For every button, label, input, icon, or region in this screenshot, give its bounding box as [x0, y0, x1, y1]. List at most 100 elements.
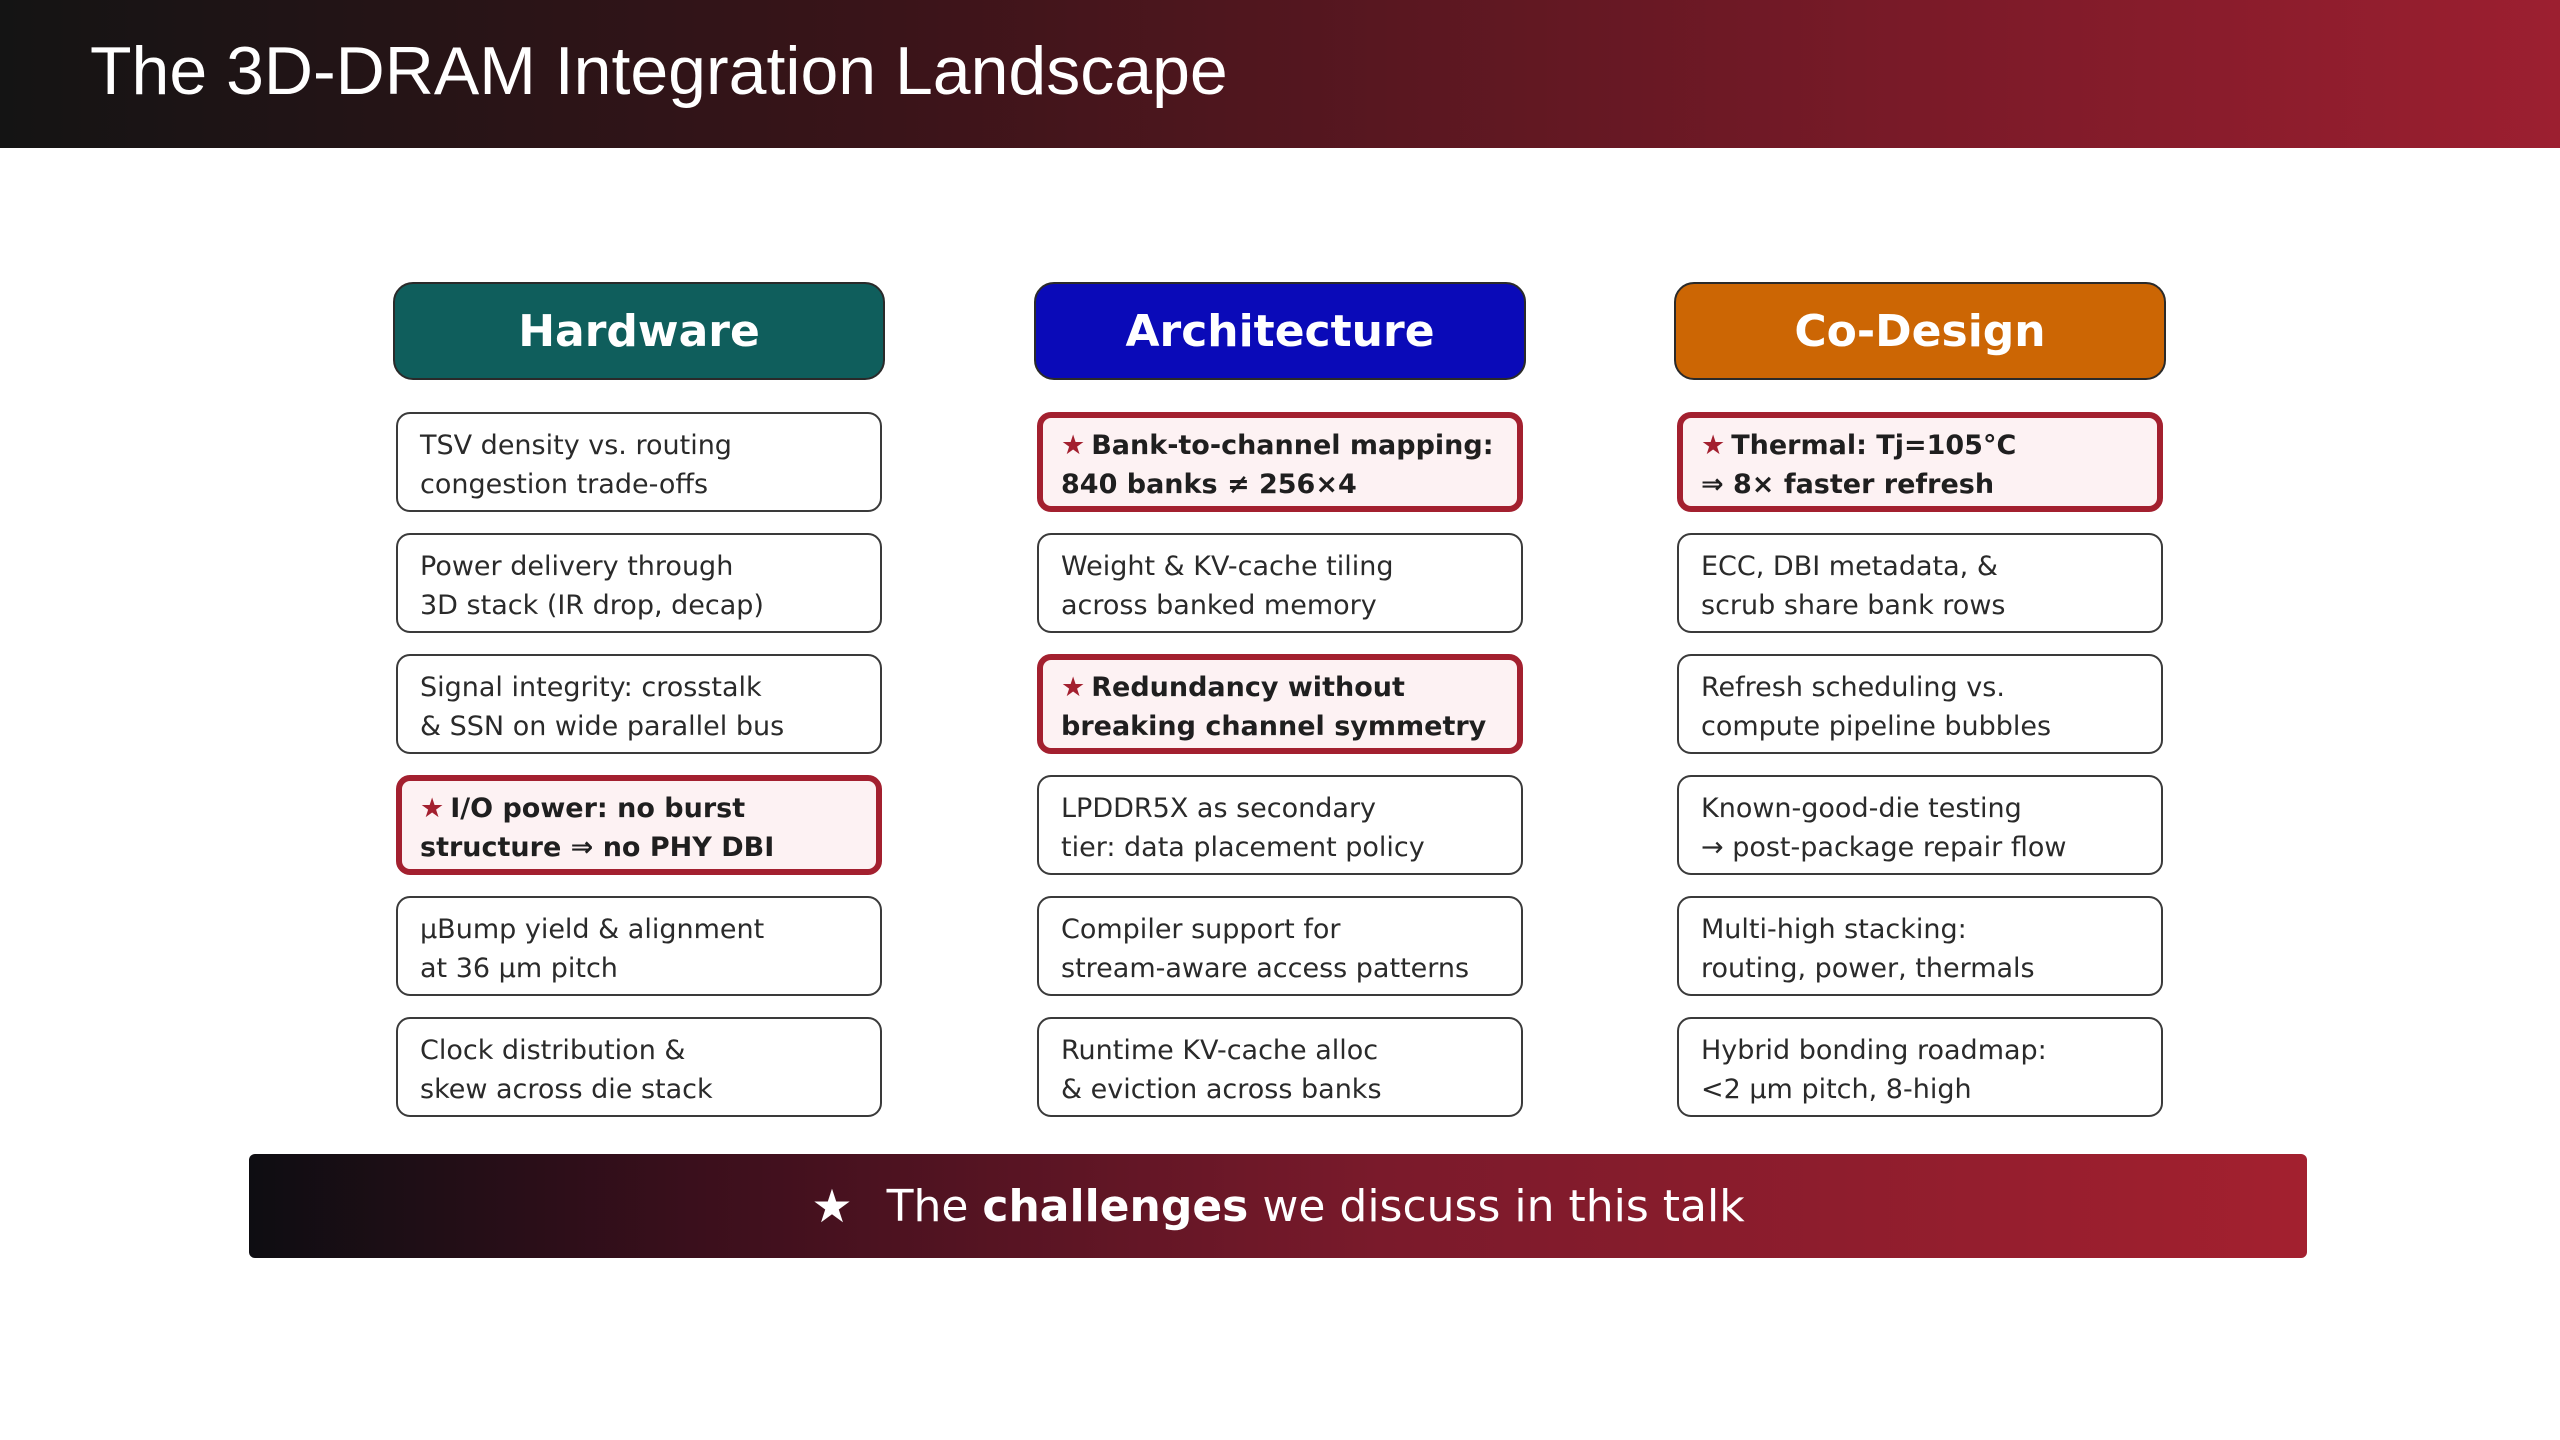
card-text-line: → post-package repair flow	[1701, 828, 2139, 867]
card-text-line: TSV density vs. routing	[420, 426, 858, 465]
topic-card: Hybrid bonding roadmap: <2 µm pitch, 8-hi…	[1677, 1017, 2163, 1117]
column-header-architecture: Architecture	[1034, 282, 1526, 380]
star-icon: ★	[420, 793, 445, 824]
card-text-line: Known-good-die testing	[1701, 789, 2139, 828]
title-bar: The 3D-DRAM Integration Landscape	[0, 0, 2560, 148]
card-text: & SSN on wide parallel bus	[420, 711, 785, 742]
card-text: Weight & KV-cache tiling	[1061, 551, 1394, 582]
card-text-line: Signal integrity: crosstalk	[420, 668, 858, 707]
topic-card: LPDDR5X as secondary tier: data placement…	[1037, 775, 1523, 875]
card-text-line: Clock distribution &	[420, 1031, 858, 1070]
card-text-line: Compiler support for	[1061, 910, 1499, 949]
card-text: breaking channel symmetry	[1061, 711, 1487, 742]
challenge-card: ★I/O power: no burst structure ⇒ no PHY D…	[396, 775, 882, 875]
card-text-line: breaking channel symmetry	[1061, 707, 1499, 746]
card-text-line: Refresh scheduling vs.	[1701, 668, 2139, 707]
card-text-line: 840 banks ≠ 256×4	[1061, 465, 1499, 504]
card-text: 840 banks ≠ 256×4	[1061, 469, 1357, 500]
card-text-line: ★Bank-to-channel mapping:	[1061, 426, 1499, 465]
card-text-line: & SSN on wide parallel bus	[420, 707, 858, 746]
card-text: Compiler support for	[1061, 914, 1341, 945]
topic-card: Signal integrity: crosstalk & SSN on wide…	[396, 654, 882, 754]
legend-text-bold: challenges	[982, 1180, 1249, 1232]
column-hardware: Hardware TSV density vs. routing congesti…	[393, 282, 885, 1117]
topic-card: Compiler support for stream-aware access …	[1037, 896, 1523, 996]
card-text-line: LPDDR5X as secondary	[1061, 789, 1499, 828]
card-text-line: stream-aware access patterns	[1061, 949, 1499, 988]
card-text: → post-package repair flow	[1701, 832, 2067, 863]
card-text: ⇒ 8× faster refresh	[1701, 469, 1995, 500]
card-text-line: compute pipeline bubbles	[1701, 707, 2139, 746]
topic-card: Weight & KV-cache tiling across banked me…	[1037, 533, 1523, 633]
card-text: tier: data placement policy	[1061, 832, 1425, 863]
topic-card: Multi-high stacking: routing, power, ther…	[1677, 896, 2163, 996]
card-text: Refresh scheduling vs.	[1701, 672, 2005, 703]
topic-card: µBump yield & alignment at 36 µm pitch	[396, 896, 882, 996]
star-icon: ★	[1061, 430, 1086, 461]
card-text: congestion trade-offs	[420, 469, 709, 500]
card-text: I/O power: no burst	[450, 793, 746, 824]
column-header-hardware: Hardware	[393, 282, 885, 380]
card-text: at 36 µm pitch	[420, 953, 618, 984]
star-icon: ★	[1061, 672, 1086, 703]
topic-card: Runtime KV-cache alloc & eviction across …	[1037, 1017, 1523, 1117]
card-text-line: 3D stack (IR drop, decap)	[420, 586, 858, 625]
card-text: Bank-to-channel mapping:	[1091, 430, 1494, 461]
card-text: scrub share bank rows	[1701, 590, 2006, 621]
topic-card: Refresh scheduling vs. compute pipeline b…	[1677, 654, 2163, 754]
card-text: routing, power, thermals	[1701, 953, 2035, 984]
column-codesign: Co-Design ★Thermal: Tj=105°C⇒ 8× faster …	[1674, 282, 2166, 1117]
card-text: Power delivery through	[420, 551, 734, 582]
column-architecture: Architecture ★Bank-to-channel mapping:84…	[1034, 282, 1526, 1117]
card-text: Hybrid bonding roadmap:	[1701, 1035, 2047, 1066]
topic-card: TSV density vs. routing congestion trade-…	[396, 412, 882, 512]
card-text: Runtime KV-cache alloc	[1061, 1035, 1379, 1066]
card-text-line: across banked memory	[1061, 586, 1499, 625]
card-text-line: ★Thermal: Tj=105°C	[1701, 426, 2139, 465]
card-text: Multi-high stacking:	[1701, 914, 1967, 945]
card-text: compute pipeline bubbles	[1701, 711, 2052, 742]
card-text-line: routing, power, thermals	[1701, 949, 2139, 988]
card-text-line: ECC, DBI metadata, &	[1701, 547, 2139, 586]
card-text: structure ⇒ no PHY DBI	[420, 832, 775, 863]
topic-card: ECC, DBI metadata, & scrub share bank row…	[1677, 533, 2163, 633]
card-text: stream-aware access patterns	[1061, 953, 1470, 984]
challenge-card: ★Redundancy without breaking channel symm…	[1037, 654, 1523, 754]
card-text: TSV density vs. routing	[420, 430, 732, 461]
card-text-line: Power delivery through	[420, 547, 858, 586]
legend-text-after: we discuss in this talk	[1248, 1180, 1745, 1232]
star-icon: ★	[1701, 430, 1726, 461]
challenge-card: ★Bank-to-channel mapping: 840 banks ≠ 256…	[1037, 412, 1523, 512]
card-text: & eviction across banks	[1061, 1074, 1382, 1105]
card-text-line: ★I/O power: no burst	[420, 789, 858, 828]
topic-card: Clock distribution & skew across die stac…	[396, 1017, 882, 1117]
card-text-line: tier: data placement policy	[1061, 828, 1499, 867]
card-text-line: µBump yield & alignment	[420, 910, 858, 949]
card-text-line: congestion trade-offs	[420, 465, 858, 504]
card-text-line: skew across die stack	[420, 1070, 858, 1109]
card-text: Known-good-die testing	[1701, 793, 2022, 824]
legend-text: The challenges we discuss in this talk	[887, 1181, 1745, 1232]
card-text: Redundancy without	[1091, 672, 1405, 703]
legend-text-before: The	[886, 1180, 983, 1232]
card-text: <2 µm pitch, 8-high	[1701, 1074, 1972, 1105]
card-text-line: Hybrid bonding roadmap:	[1701, 1031, 2139, 1070]
topic-card: Known-good-die testing → post-package rep…	[1677, 775, 2163, 875]
card-text: ECC, DBI metadata, &	[1701, 551, 1998, 582]
card-text: across banked memory	[1061, 590, 1377, 621]
card-text-line: ★Redundancy without	[1061, 668, 1499, 707]
card-text-line: scrub share bank rows	[1701, 586, 2139, 625]
card-text: LPDDR5X as secondary	[1061, 793, 1377, 824]
star-icon: ★	[811, 1179, 853, 1233]
topic-card: Power delivery through 3D stack (IR drop,…	[396, 533, 882, 633]
legend-banner: ★ The challenges we discuss in this talk	[249, 1154, 2307, 1258]
card-text-line: & eviction across banks	[1061, 1070, 1499, 1109]
card-text-line: Weight & KV-cache tiling	[1061, 547, 1499, 586]
card-text-line: ⇒ 8× faster refresh	[1701, 465, 2139, 504]
card-text-line: Multi-high stacking:	[1701, 910, 2139, 949]
card-text-line: structure ⇒ no PHY DBI	[420, 828, 858, 867]
slide-title: The 3D-DRAM Integration Landscape	[90, 33, 1228, 109]
card-text-line: at 36 µm pitch	[420, 949, 858, 988]
card-text: Thermal: Tj=105°C	[1731, 430, 2017, 461]
card-text: skew across die stack	[420, 1074, 713, 1105]
